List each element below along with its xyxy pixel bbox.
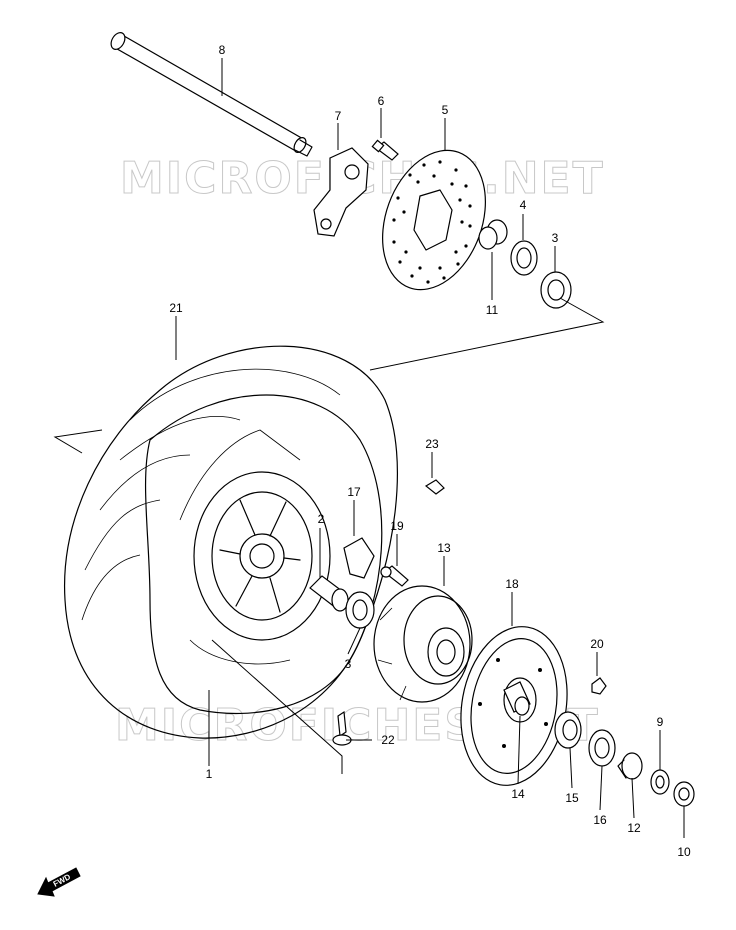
center-line (53, 297, 605, 454)
caliper-bracket (313, 147, 369, 237)
part-labels: 1 2 3 3 4 5 6 7 8 9 10 11 12 13 14 15 16… (169, 43, 691, 859)
label-part-12: 12 (627, 821, 641, 835)
brake-disc (382, 149, 486, 291)
label-part-4: 4 (520, 198, 527, 212)
stud-14 (503, 681, 531, 716)
damper-17 (343, 537, 375, 579)
label-part-9: 9 (657, 715, 664, 729)
label-part-16: 16 (593, 813, 607, 827)
label-part-10: 10 (677, 845, 691, 859)
label-part-2: 2 (318, 512, 325, 526)
wheel-rim (179, 429, 331, 665)
axle-shaft (110, 32, 313, 157)
bearing-3-upper (540, 271, 572, 309)
oil-seal-16 (588, 729, 616, 767)
label-part-13: 13 (437, 541, 451, 555)
label-part-17: 17 (347, 485, 361, 499)
sprocket-drum (373, 585, 473, 703)
label-part-6: 6 (378, 94, 385, 108)
spacer-12 (617, 752, 643, 780)
label-part-11: 11 (486, 303, 499, 317)
forward-arrow-icon: FWD (37, 867, 81, 897)
label-part-22: 22 (381, 733, 395, 747)
leader-lines (175, 58, 685, 838)
nut-10 (673, 781, 695, 807)
label-part-1: 1 (206, 767, 213, 781)
bolt-19 (380, 565, 409, 587)
label-part-3-lower: 3 (345, 657, 352, 671)
clip-23 (424, 479, 445, 495)
washer-9 (650, 769, 670, 795)
label-part-14: 14 (511, 787, 525, 801)
spacer-11 (478, 219, 508, 250)
oil-seal-4 (510, 240, 538, 276)
label-part-15: 15 (565, 791, 579, 805)
bolt-6 (371, 139, 399, 161)
label-part-7: 7 (335, 109, 342, 123)
label-part-18: 18 (505, 577, 519, 591)
label-part-19: 19 (390, 519, 404, 533)
nut-20 (591, 677, 607, 695)
label-part-21: 21 (169, 301, 183, 315)
label-part-3-upper: 3 (552, 231, 559, 245)
tire-valve-22 (332, 710, 352, 746)
rear-tire (63, 345, 398, 739)
label-part-20: 20 (590, 637, 604, 651)
bearing-3-lower (345, 591, 375, 629)
label-part-23: 23 (425, 437, 439, 451)
bearing-15 (554, 711, 582, 749)
label-part-5: 5 (442, 103, 449, 117)
label-part-8: 8 (219, 43, 226, 57)
